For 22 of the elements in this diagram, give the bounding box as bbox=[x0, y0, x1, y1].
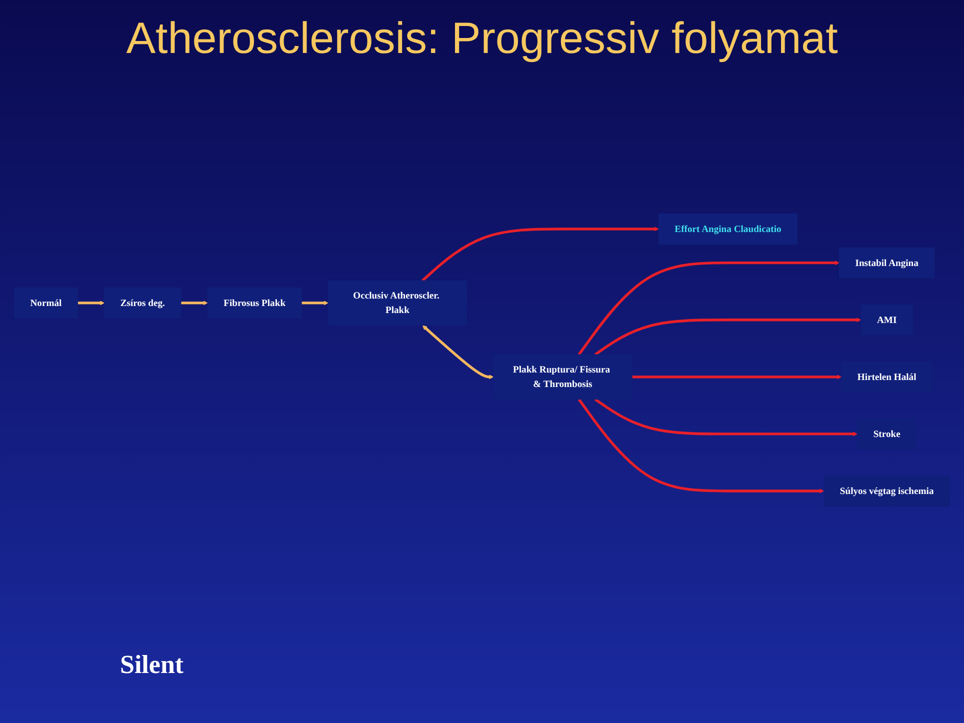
node-box: Plakk Ruptura/ Fissura & Thrombosis bbox=[493, 354, 632, 400]
node-box: Súlyos végtag ischemia bbox=[824, 476, 950, 506]
arrow bbox=[632, 374, 842, 380]
arrow bbox=[594, 398, 858, 436]
arrow bbox=[78, 300, 105, 306]
arrow bbox=[302, 300, 328, 306]
node-box: Effort Angina Claudicatio bbox=[658, 214, 798, 244]
arrow bbox=[578, 398, 824, 494]
node-box: Fibrosus Plakk bbox=[207, 288, 302, 318]
node-box: Zsíros deg. bbox=[104, 288, 182, 318]
node-box: Normál bbox=[14, 288, 78, 318]
slide-title: Atherosclerosis: Progressiv folyamat bbox=[125, 14, 839, 64]
node-box: AMI bbox=[860, 304, 913, 336]
node-box: Stroke bbox=[857, 418, 917, 450]
arrow bbox=[578, 260, 840, 356]
arrow bbox=[180, 300, 208, 306]
arrow bbox=[422, 226, 659, 282]
arrow bbox=[422, 325, 494, 380]
node-box: Instabil Angina bbox=[838, 247, 935, 278]
node-box: Occlusiv Atheroscler. Plakk bbox=[328, 280, 468, 326]
arrow bbox=[594, 318, 862, 356]
stage-label: Silent bbox=[120, 650, 184, 679]
